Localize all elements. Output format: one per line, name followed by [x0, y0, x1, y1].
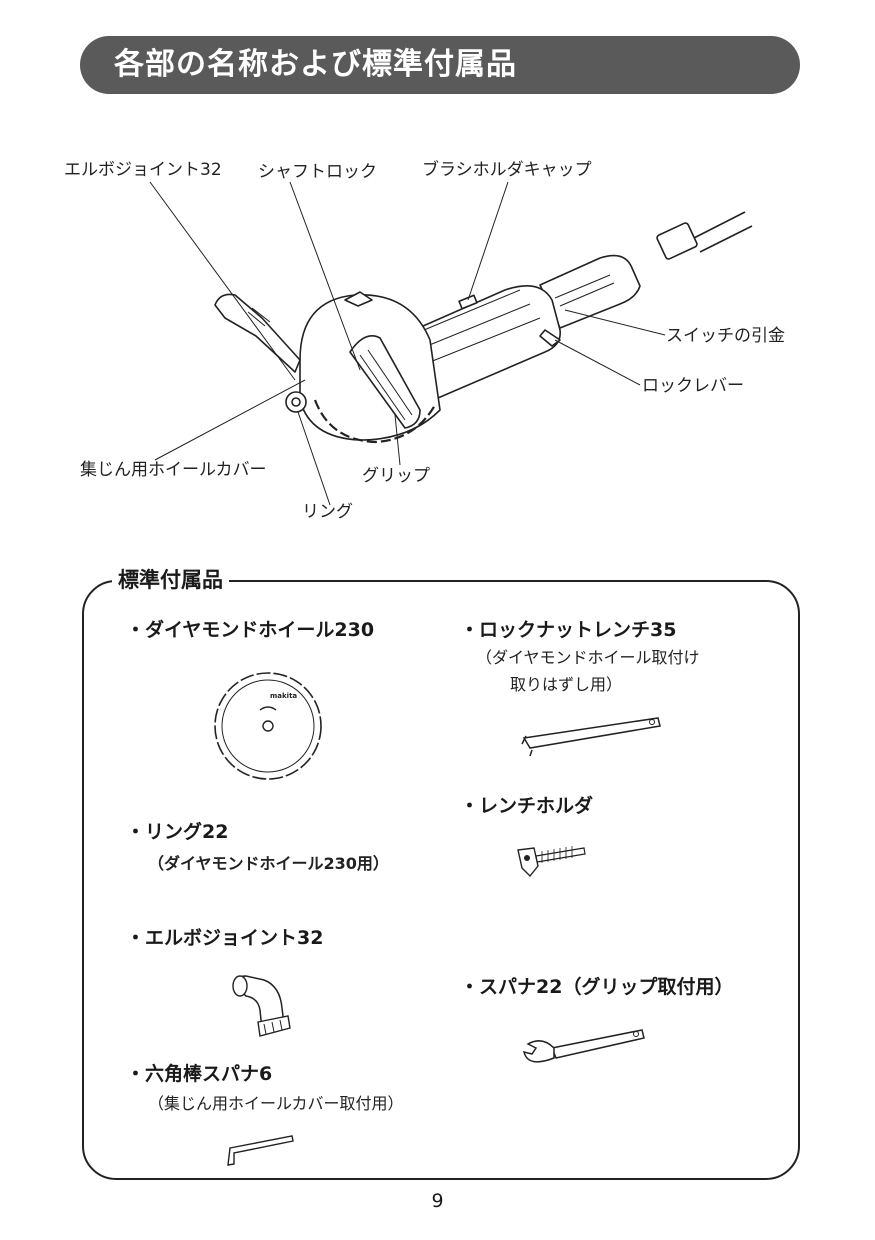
label-lock-lever: ロックレバー: [642, 376, 744, 396]
rear-handle: [539, 254, 641, 329]
hex-wrench-image: [227, 1135, 294, 1166]
item-elbow-joint32: ・エルボジョイント32: [126, 927, 324, 949]
cord-clamp: [656, 222, 698, 260]
label-dust-cover: 集じん用ホイールカバー: [80, 460, 267, 480]
wheel-brand: makita: [270, 692, 297, 700]
brush-holder-cap: [458, 294, 478, 310]
page-title: 各部の名称および標準付属品: [114, 47, 517, 82]
leader-brush-cap: [467, 181, 509, 301]
leader-shaft-lock: [289, 181, 361, 371]
leader-lock-lever: [554, 339, 641, 386]
note-lock-nut-wrench-1: （ダイヤモンドホイール取付け: [476, 648, 700, 667]
section-header-band: 各部の名称および標準付属品: [80, 36, 800, 94]
item-ring22: ・リング22: [126, 821, 229, 843]
power-cord: [689, 211, 753, 253]
item-lock-nut-wrench: ・ロックナットレンチ35: [460, 619, 677, 641]
label-ring: リング: [302, 502, 353, 522]
spanner-image: [522, 1029, 645, 1063]
diamond-wheel-image: makita: [214, 672, 322, 780]
tool-diagram: [149, 181, 753, 506]
leader-dust-cover: [154, 379, 306, 461]
diamond-blade: [313, 399, 436, 444]
lock-lever: [539, 329, 561, 347]
leader-grip: [394, 414, 401, 466]
item-wrench-holder: ・レンチホルダ: [460, 795, 594, 817]
accessories-heading: 標準付属品: [112, 566, 229, 594]
item-hex-wrench: ・六角棒スパナ6: [126, 1063, 273, 1085]
item-diamond-wheel: ・ダイヤモンドホイール230: [126, 619, 375, 641]
item-spanner22: ・スパナ22（グリップ取付用）: [460, 976, 734, 998]
leader-switch: [564, 309, 666, 336]
leader-ring: [297, 411, 331, 506]
label-grip: グリップ: [362, 466, 430, 486]
lock-nut-wrench-image: [521, 717, 661, 757]
front-grip: [349, 335, 421, 429]
leader-elbow: [149, 181, 296, 381]
note-ring22: （ダイヤモンドホイール230用）: [148, 854, 389, 873]
label-elbow-joint: エルボジョイント32: [64, 160, 222, 180]
elbow-joint-duct: [214, 293, 301, 373]
label-brush-holder-cap: ブラシホルダキャップ: [422, 160, 592, 180]
label-switch-trigger: スイッチの引金: [666, 326, 785, 346]
note-lock-nut-wrench-2: 取りはずし用）: [510, 675, 623, 694]
note-hex-wrench: （集じん用ホイールカバー取付用）: [148, 1094, 404, 1113]
wrench-holder-image: [517, 846, 586, 878]
elbow-joint-image: [232, 975, 291, 1037]
label-shaft-lock: シャフトロック: [258, 162, 377, 182]
accessories-box: [82, 580, 800, 1180]
page-number: 9: [431, 1190, 444, 1212]
